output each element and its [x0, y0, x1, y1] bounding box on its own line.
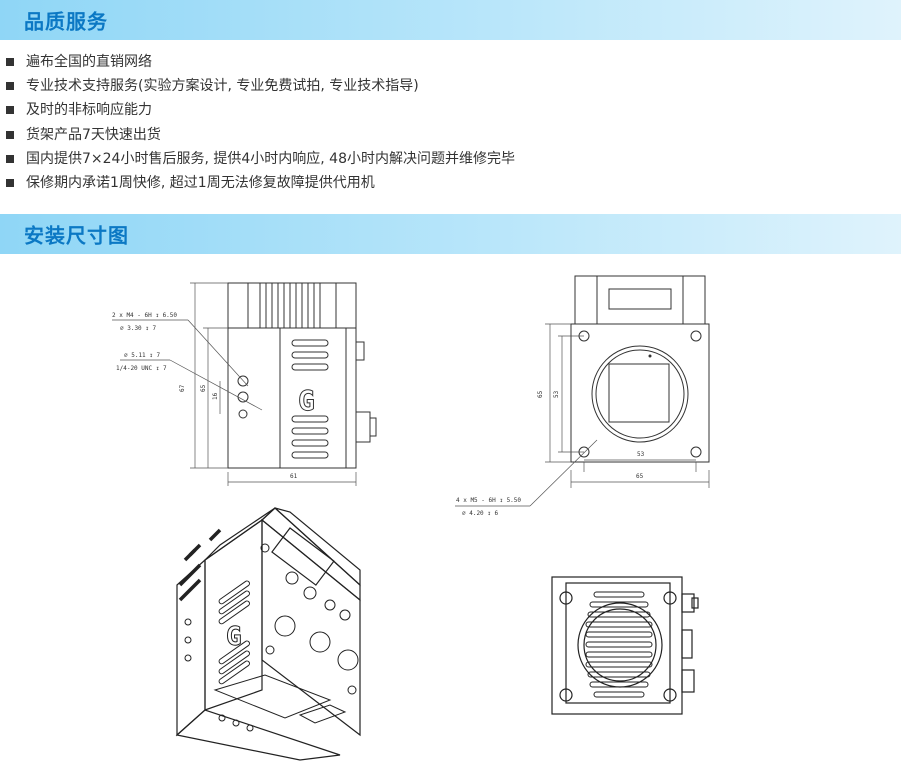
isometric-view-drawing: G: [175, 507, 361, 761]
section-banner-installation-dimensions: 安装尺寸图: [0, 214, 901, 254]
callout-front-mount: 4 x M5 - 6H ↧ 5.50: [456, 497, 521, 504]
callout-tripod-drill: ⌀ 5.11 ↧ 7: [124, 352, 161, 359]
list-item: 货架产品7天快速出货: [0, 123, 901, 147]
square-bullet-icon: [6, 106, 14, 115]
list-item: 遍布全国的直销网络: [0, 50, 901, 74]
dim-height-inner: 16: [212, 392, 219, 400]
dim-width: 61: [290, 473, 298, 480]
square-bullet-icon: [6, 130, 14, 139]
dim-height-inner: 53: [553, 390, 560, 398]
square-bullet-icon: [6, 58, 14, 66]
dim-height-outer: 65: [537, 390, 544, 398]
logo-g-icon: G: [226, 622, 242, 652]
section-title: 品质服务: [24, 9, 108, 34]
dim-width-outer: 65: [636, 473, 644, 480]
list-item: 专业技术支持服务(实验方案设计, 专业免费试拍, 专业技术指导): [0, 74, 901, 98]
dim-height-outer: 67: [179, 384, 186, 392]
callout-drill-depth: ⌀ 3.30 ↧ 7: [120, 325, 157, 332]
section-title: 安装尺寸图: [24, 223, 129, 248]
callout-tripod-thread: 1/4-20 UNC ↧ 7: [116, 365, 167, 372]
square-bullet-icon: [6, 178, 14, 187]
section-banner-quality-service: 品质服务: [0, 0, 901, 40]
square-bullet-icon: [6, 154, 14, 163]
dim-width-inner: 53: [637, 451, 645, 458]
square-bullet-icon: [6, 82, 14, 91]
logo-g-icon: G: [298, 384, 315, 417]
dim-height-mid: 65: [200, 384, 207, 392]
list-item: 保修期内承诺1周快修, 超过1周无法修复故障提供代用机: [0, 171, 901, 195]
callout-mount-holes: 2 x M4 - 6H ↧ 6.50: [112, 312, 177, 319]
callout-front-drill: ⌀ 4.20 ↧ 6: [462, 510, 499, 517]
back-view-drawing: [551, 576, 699, 715]
service-list: 遍布全国的直销网络 专业技术支持服务(实验方案设计, 专业免费试拍, 专业技术指…: [0, 50, 901, 195]
list-item: 国内提供7×24小时售后服务, 提供4小时内响应, 48小时内解决问题并维修完毕: [0, 147, 901, 171]
front-view-drawing: 65 53 53 65 4 x M5 - 6H ↧ 5.50 ⌀ 4.20 ↧ …: [455, 275, 710, 517]
list-item: 及时的非标响应能力: [0, 98, 901, 122]
side-view-drawing: G 2 x M4 - 6H ↧ 6.50 ⌀ 3.30 ↧ 7 ⌀ 5.11 ↧…: [112, 282, 377, 486]
